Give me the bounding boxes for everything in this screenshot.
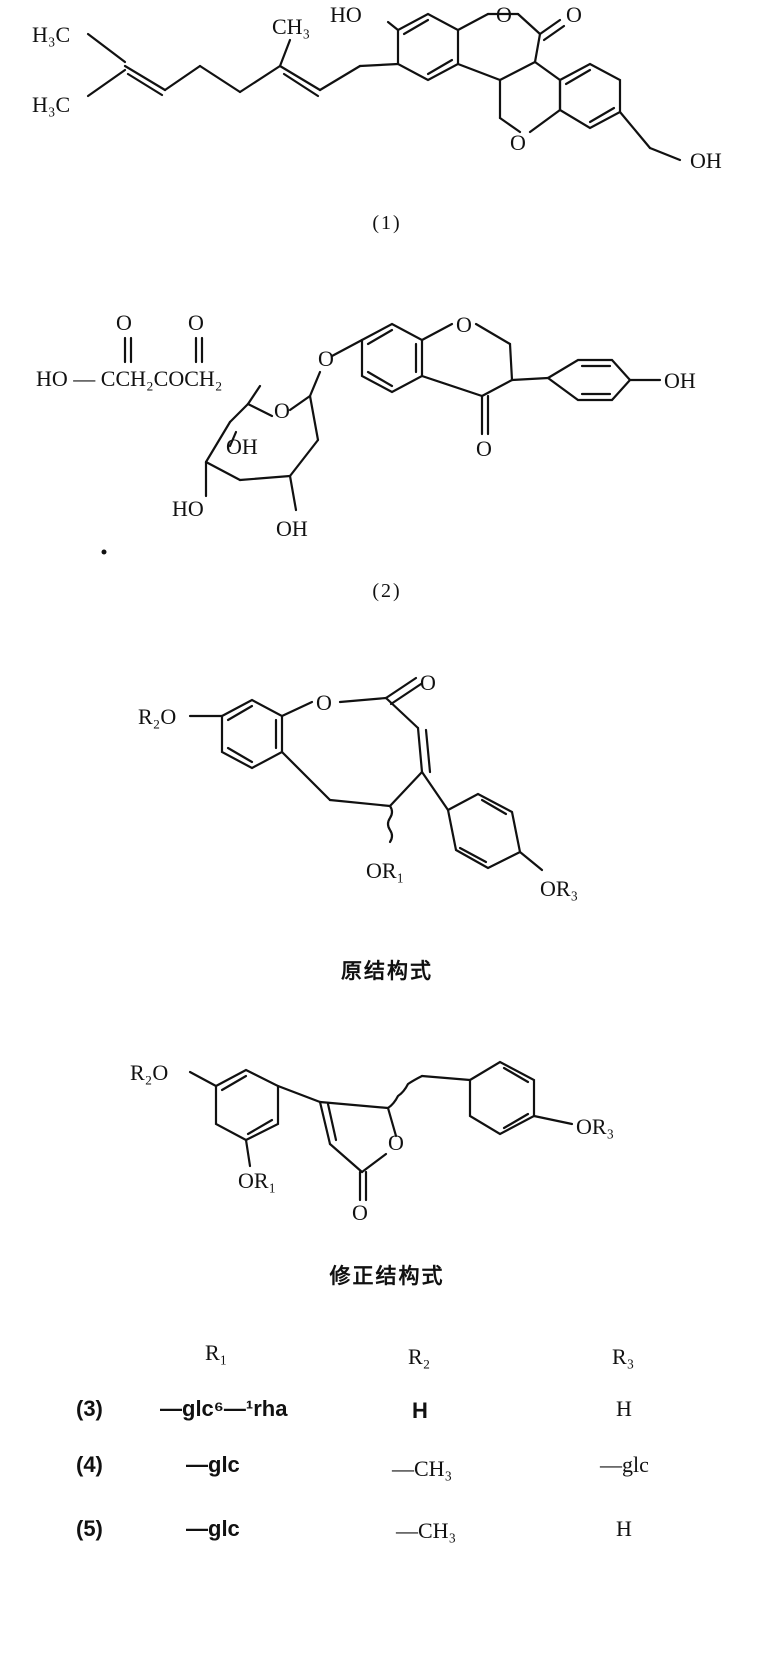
row-5-r3: H	[616, 1516, 632, 1541]
row-4-id: (4)	[76, 1452, 103, 1477]
label-or3: OR₃	[576, 1114, 614, 1139]
label-o-carbonyl: O	[566, 2, 582, 27]
original-structure: R₂O O O OR₁ OR₃	[138, 670, 578, 901]
caption-revised-structure: 修正结构式	[329, 1264, 445, 1288]
compound-2-structure: O O HO — CCH₂COCH₂ O O O OH OH HO OH O	[36, 310, 696, 555]
label-or1: OR₁	[238, 1168, 276, 1193]
label-oh-sugar-2: OH	[276, 516, 308, 541]
label-o-furan: O	[510, 130, 526, 155]
caption-compound-2: (2)	[372, 580, 402, 602]
header-r2: R₂	[408, 1344, 431, 1369]
label-r2o: R₂O	[130, 1060, 168, 1085]
label-oh-b: OH	[690, 148, 722, 173]
label-h3c-bottom: H₃C	[32, 92, 70, 117]
label-oh-sugar-4: HO	[172, 496, 204, 521]
label-r2o: R₂O	[138, 704, 176, 729]
row-3-r3: H	[616, 1396, 632, 1421]
label-o-c2: O	[188, 310, 204, 335]
substituent-table: R₁ R₂ R₃ (3) —glc⁶—¹rha H H (4) —glc —CH…	[0, 1340, 774, 1640]
row-4-r3: —glc	[600, 1452, 649, 1477]
row-3-r1: —glc⁶—¹rha	[160, 1396, 288, 1421]
revised-structure: R₂O OR₁ O O OR₃	[130, 1060, 614, 1225]
row-5-r1: —glc	[186, 1516, 240, 1541]
caption-compound-1: (1)	[372, 212, 402, 234]
row-4-r2: —CH₃	[392, 1456, 453, 1481]
label-o-carbonyl: O	[420, 670, 436, 695]
label-ch3-mid: CH₃	[272, 14, 310, 39]
label-o-chromanone: O	[456, 312, 472, 337]
label-o-glycosidic: O	[318, 346, 334, 371]
label-o-c1: O	[116, 310, 132, 335]
label-ho-a: HO	[330, 2, 362, 27]
label-o-ring: O	[496, 2, 512, 27]
label-oh-aryl: OH	[664, 368, 696, 393]
label-or1: OR₁	[366, 858, 404, 883]
row-5-id: (5)	[76, 1516, 103, 1541]
label-oh-sugar-3: OH	[226, 434, 258, 459]
label-o-pyranose: O	[274, 398, 290, 423]
label-o-ketone: O	[476, 436, 492, 461]
label-malonyl: HO — CCH₂COCH₂	[36, 366, 222, 391]
row-3-r2: H	[412, 1398, 428, 1423]
compound-1-structure: H₃C H₃C CH₃ HO O O O OH	[32, 2, 722, 173]
label-o-ring: O	[388, 1130, 404, 1155]
row-3-id: (3)	[76, 1396, 103, 1421]
label-o-lactone: O	[316, 690, 332, 715]
label-or3: OR₃	[540, 876, 578, 901]
row-5-r2: —CH₃	[396, 1518, 457, 1543]
label-h3c-top: H₃C	[32, 22, 70, 47]
label-o-carbonyl: O	[352, 1200, 368, 1225]
header-r1: R₁	[205, 1340, 228, 1365]
row-4-r1: —glc	[186, 1452, 240, 1477]
header-r3: R₃	[612, 1344, 635, 1369]
caption-original-structure: 原结构式	[341, 959, 433, 983]
